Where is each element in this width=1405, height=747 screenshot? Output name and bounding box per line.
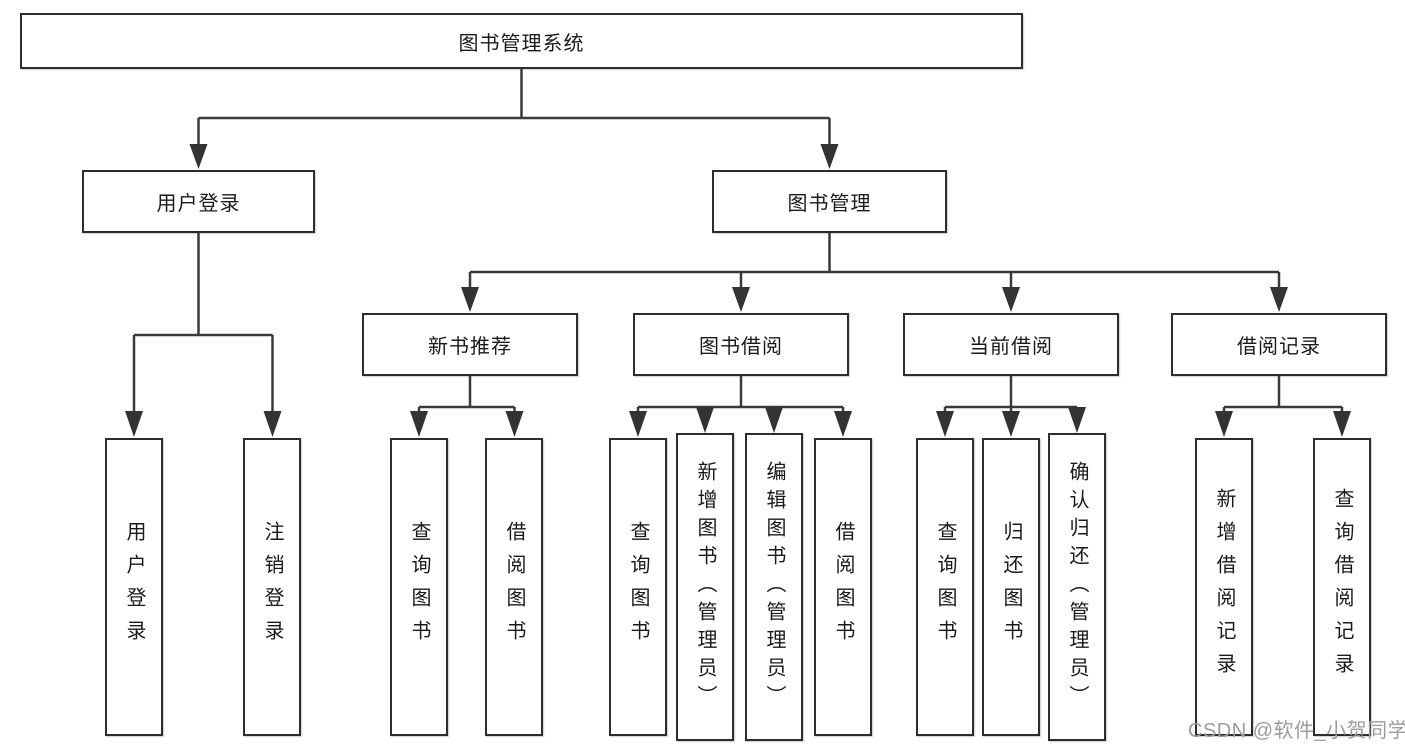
leaf-query-book-2-label: 查询图书: [627, 521, 649, 653]
connector-user-login-to-leaves: [125, 233, 282, 437]
leaf-borrow-book-1: 借阅图书: [485, 438, 543, 736]
node-user-login: 用户登录: [82, 170, 315, 233]
node-borrow-record-label: 借阅记录: [1237, 336, 1321, 358]
leaf-logout: 注销登录: [243, 438, 301, 736]
leaf-logout-label: 注销登录: [261, 521, 283, 653]
leaf-user-login-label: 用户登录: [123, 521, 145, 653]
node-book-borrow: 图书借阅: [633, 313, 849, 376]
leaf-query-borrow-record: 查询借阅记录: [1313, 438, 1371, 736]
node-user-login-label: 用户登录: [156, 193, 241, 215]
csdn-watermark: CSDN @软件_小贺同学: [1188, 720, 1405, 742]
leaf-query-book-1-label: 查询图书: [408, 521, 430, 653]
connector-borrow-record-to-leaves: [1215, 376, 1351, 437]
leaf-borrow-book-2: 借阅图书: [814, 438, 872, 736]
leaf-query-borrow-record-label: 查询借阅记录: [1331, 488, 1353, 686]
leaf-edit-book-admin: 编辑图书（管理员）: [745, 433, 803, 741]
connector-book-mgmt-to-modules: [461, 233, 1288, 312]
node-book-borrow-label: 图书借阅: [699, 336, 783, 358]
connector-new-book-to-leaves: [410, 376, 524, 437]
leaf-borrow-book-1-label: 借阅图书: [503, 521, 525, 653]
node-root-library-system: 图书管理系统: [20, 13, 1023, 69]
node-root-label: 图书管理系统: [458, 32, 585, 55]
leaf-add-borrow-record-label: 新增借阅记录: [1213, 488, 1235, 686]
leaf-confirm-return-admin-label: 确认归还（管理员）: [1066, 461, 1088, 713]
leaf-add-book-admin-label: 新增图书（管理员）: [694, 461, 716, 713]
leaf-borrow-book-2-label: 借阅图书: [832, 521, 854, 653]
node-book-management-label: 图书管理: [787, 193, 872, 215]
leaf-edit-book-admin-label: 编辑图书（管理员）: [763, 461, 785, 713]
leaf-user-login: 用户登录: [105, 438, 163, 736]
node-borrow-record: 借阅记录: [1171, 313, 1387, 376]
leaf-return-book-label: 归还图书: [1000, 521, 1022, 653]
connector-current-borrow-to-leaves: [936, 376, 1086, 437]
leaf-add-book-admin: 新增图书（管理员）: [676, 433, 734, 741]
node-current-borrow: 当前借阅: [903, 313, 1119, 376]
node-new-book-recommend: 新书推荐: [362, 313, 578, 376]
leaf-query-book-1: 查询图书: [390, 438, 448, 736]
leaf-confirm-return-admin: 确认归还（管理员）: [1048, 433, 1106, 741]
leaf-query-book-3: 查询图书: [916, 438, 974, 736]
connector-book-borrow-to-leaves: [629, 376, 852, 437]
leaf-query-book-3-label: 查询图书: [934, 521, 956, 653]
connector-root-to-branches: [189, 69, 839, 169]
leaf-query-book-2: 查询图书: [609, 438, 667, 736]
node-book-management: 图书管理: [712, 170, 947, 233]
node-current-borrow-label: 当前借阅: [969, 336, 1053, 358]
leaf-return-book: 归还图书: [982, 438, 1040, 736]
node-new-book-recommend-label: 新书推荐: [428, 336, 512, 358]
leaf-add-borrow-record: 新增借阅记录: [1195, 438, 1253, 736]
